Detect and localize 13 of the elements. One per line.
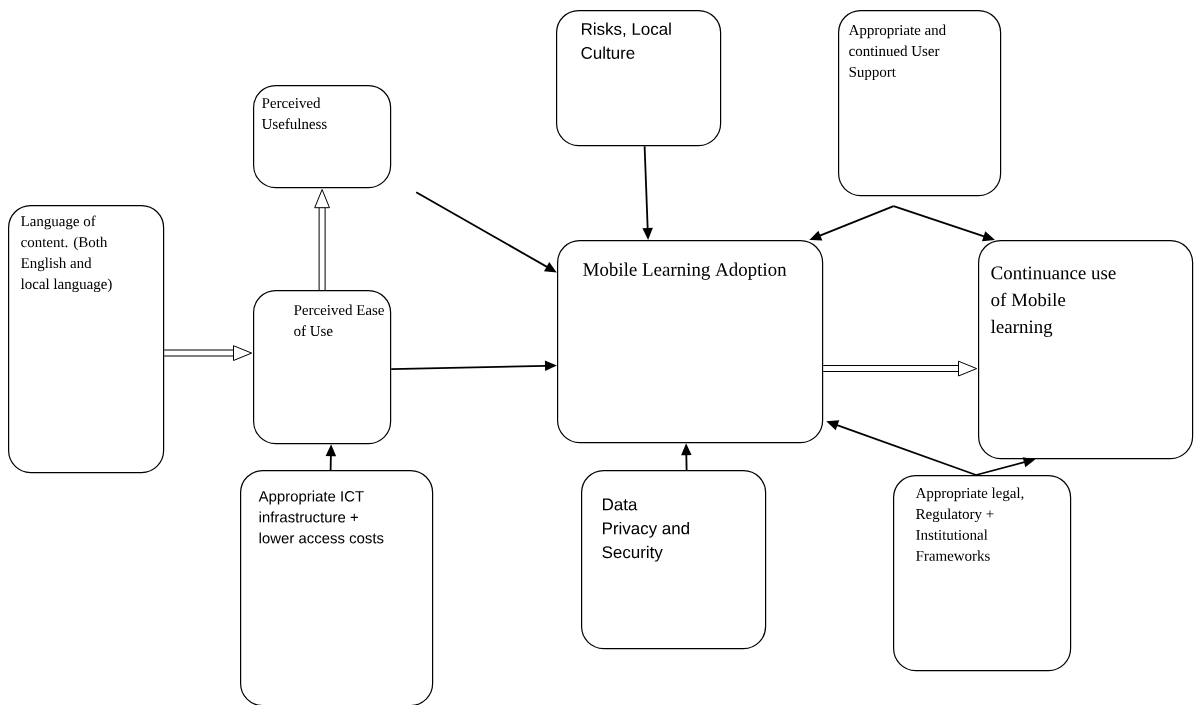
arrow — [823, 360, 978, 377]
process-box: Risks, Local Culture — [556, 10, 722, 147]
arrow — [314, 189, 330, 290]
process-box: Appropriate and continued User Support — [838, 10, 1002, 197]
arrow — [164, 345, 253, 361]
process-box: Perceived Usefulness — [253, 85, 392, 189]
process-box: Appropriate ICT infrastructure + lower access costs — [240, 470, 434, 705]
process-box: Continuance use of Mobile learning — [978, 240, 1194, 460]
process-box: Appropriate legal, Regulatory + Institutional Frameworks — [893, 475, 1072, 672]
process-box: Language of content. (Both English and local language) — [8, 205, 165, 474]
process-box: Perceived Ease of Use — [253, 290, 392, 445]
process-box: Mobile Learning Adoption — [557, 240, 824, 444]
process-box: Data Privacy and Security — [581, 470, 767, 650]
